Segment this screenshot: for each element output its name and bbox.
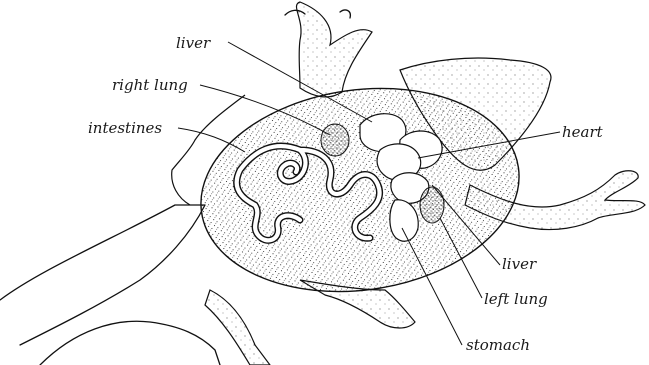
upper-arm	[296, 2, 372, 97]
label-intestines: intestines	[88, 119, 162, 137]
left-lung	[420, 187, 444, 223]
label-liver-bottom: liver	[502, 255, 537, 273]
left-foot-edge	[40, 321, 220, 365]
lower-leg	[205, 290, 270, 365]
label-left-lung: left lung	[484, 290, 548, 308]
right-lung	[321, 124, 349, 156]
label-liver-top: liver	[176, 34, 211, 52]
label-right-lung: right lung	[112, 76, 188, 94]
label-heart: heart	[562, 123, 604, 141]
upper-arm-finger	[340, 10, 350, 18]
left-leg	[0, 205, 205, 345]
label-stomach: stomach	[466, 336, 530, 354]
